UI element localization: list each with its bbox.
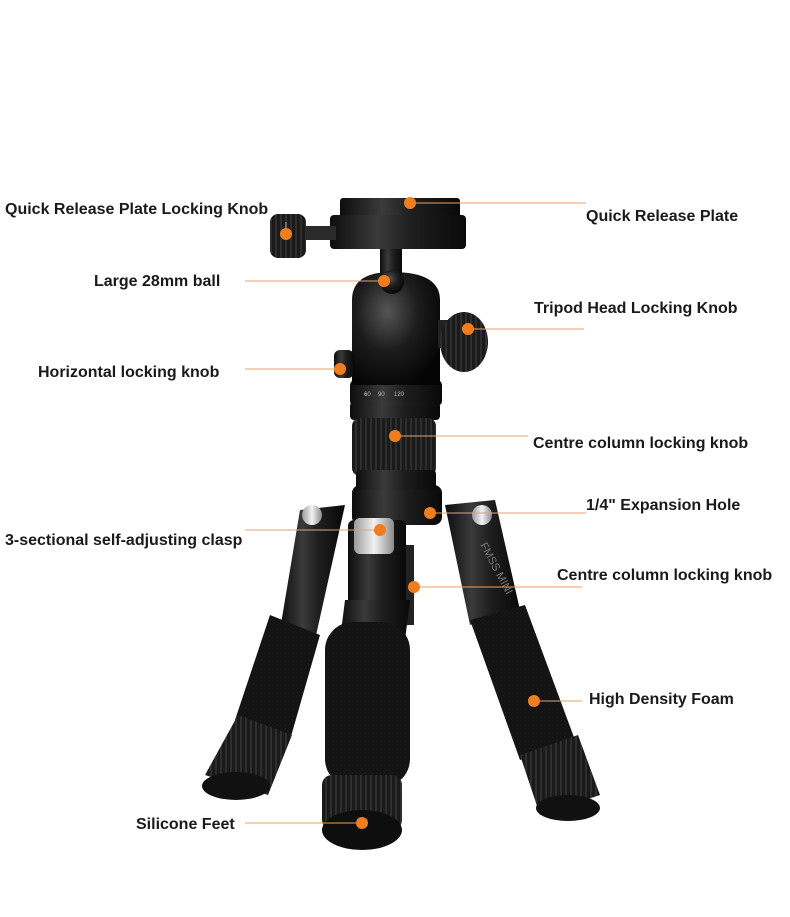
label-large-ball: Large 28mm ball: [94, 273, 221, 290]
right-leg: FMSS MINI: [445, 500, 600, 821]
label-horizontal-locking-knob: Horizontal locking knob: [38, 364, 220, 381]
quick-release-plate: [270, 198, 466, 258]
marker-column-knob-lower: [408, 581, 420, 593]
label-expansion-hole: 1/4" Expansion Hole: [586, 497, 741, 514]
label-centre-column-locking-knob-lower: Centre column locking knob: [557, 567, 773, 584]
label-clasp: 3-sectional self-adjusting clasp: [5, 532, 243, 549]
marker-feet: [356, 817, 368, 829]
scale-mark-120: 120: [394, 392, 405, 398]
marker-qr-knob: [280, 228, 292, 240]
label-centre-column-locking-knob-upper: Centre column locking knob: [533, 435, 749, 452]
marker-ball: [378, 275, 390, 287]
marker-foam: [528, 695, 540, 707]
left-leg: [202, 505, 345, 800]
marker-horizontal-knob: [334, 363, 346, 375]
marker-column-knob-upper: [389, 430, 401, 442]
marker-head-knob: [462, 323, 474, 335]
scale-mark-60: 60: [364, 392, 371, 398]
label-qr-plate-locking-knob: Quick Release Plate Locking Knob: [5, 201, 269, 218]
marker-clasp: [374, 524, 386, 536]
label-high-density-foam: High Density Foam: [589, 691, 734, 708]
label-qr-plate: Quick Release Plate: [586, 208, 739, 225]
ball-head: 60 90 120: [334, 242, 488, 406]
scale-mark-90: 90: [378, 392, 385, 398]
marker-expansion-hole: [424, 507, 436, 519]
column-collar: [350, 402, 440, 490]
label-tripod-head-locking-knob: Tripod Head Locking Knob: [534, 300, 738, 317]
leader-lines: [245, 202, 586, 824]
marker-qr-plate: [404, 197, 416, 209]
centre-column: [322, 485, 442, 850]
callout-markers: [280, 197, 540, 829]
label-silicone-feet: Silicone Feet: [136, 816, 235, 833]
